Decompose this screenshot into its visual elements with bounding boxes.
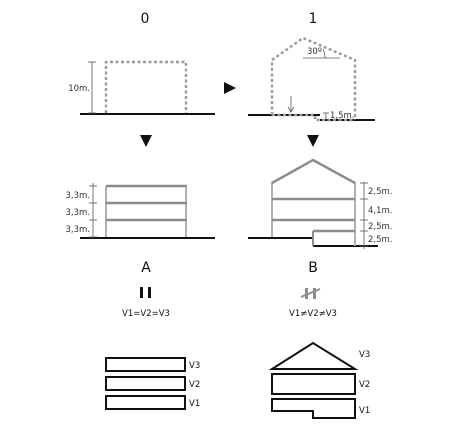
- not-equal-icon: [300, 288, 321, 299]
- dim-a-1: 3,3m.: [66, 191, 91, 201]
- arrow-down-right-icon: [307, 135, 319, 147]
- volume-v3-right: [268, 341, 359, 370]
- dashed-step: [272, 113, 355, 122]
- label-0: 0: [141, 11, 150, 27]
- roof: [271, 158, 356, 185]
- arrow-down-left-icon: [140, 135, 152, 147]
- envelope-gable: 30º 1,5m.: [248, 36, 375, 122]
- equation-right: V1≠V2≠V3: [289, 309, 337, 319]
- volume-label-v1-left: V1: [189, 399, 200, 409]
- dim-b-1: 2,5m.: [368, 187, 393, 197]
- volume-label-v3-right: V3: [359, 350, 370, 360]
- down-arrow-icon: [287, 106, 295, 113]
- volume-v2-left: [105, 376, 186, 391]
- angle-label: 30º: [307, 47, 322, 57]
- volume-label-v3-left: V3: [189, 361, 200, 371]
- label-a: A: [141, 260, 151, 276]
- arrow-right-icon: [224, 82, 236, 94]
- volume-label-v1-right: V1: [359, 406, 370, 416]
- envelope-flat: 10m.: [68, 60, 215, 115]
- label-1: 1: [309, 11, 318, 27]
- label-b: B: [308, 260, 318, 276]
- volume-label-v2-right: V2: [359, 380, 370, 390]
- dim-a-2: 3,3m.: [66, 208, 91, 218]
- dim-b-4: 2,5m.: [368, 235, 393, 245]
- volume-v1-left: [105, 395, 186, 410]
- equal-icon: [140, 287, 151, 298]
- volume-v1-right: [271, 398, 356, 419]
- volume-v3-left: [105, 357, 186, 372]
- angle-arc: [322, 48, 326, 59]
- dim-b-2: 4,1m.: [368, 206, 393, 216]
- height-label: 10m.: [68, 84, 90, 94]
- dashed-envelope: [104, 60, 188, 113]
- volume-v2-right: [271, 373, 356, 395]
- section-b: 2,5m. 4,1m. 2,5m. 2,5m.: [248, 158, 393, 249]
- dim-a-3: 3,3m.: [66, 225, 91, 235]
- step-label: 1,5m.: [330, 111, 355, 121]
- equation-left: V1=V2=V3: [122, 309, 170, 319]
- volumes-right: V3 V2 V1: [268, 341, 370, 419]
- volume-label-v2-left: V2: [189, 380, 200, 390]
- section-a: 3,3m. 3,3m. 3,3m.: [66, 183, 215, 239]
- volumes-left: V3 V2 V1: [105, 357, 200, 410]
- dim-b-3: 2,5m.: [368, 222, 393, 232]
